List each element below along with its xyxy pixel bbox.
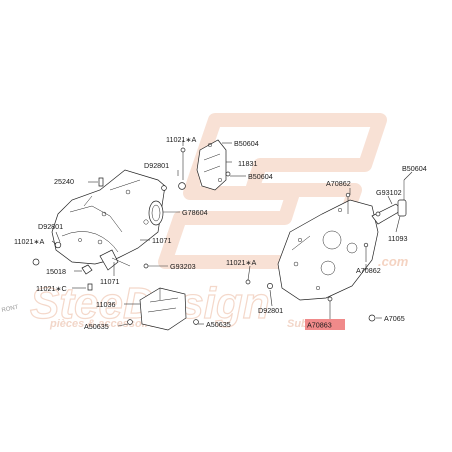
label-a70863: A70863 (307, 321, 332, 330)
edge-text: RONT (1, 304, 19, 313)
label-b50604-mid: B50604 (248, 172, 273, 181)
label-d92801-top: D92801 (144, 161, 169, 170)
label-a7065: A7065 (384, 314, 405, 323)
bracket-11036 (139, 287, 187, 331)
label-11036: 11036 (96, 300, 115, 309)
label-15018: 15018 (46, 267, 66, 276)
label-b50604-top: B50604 (234, 139, 259, 148)
fasteners (32, 147, 381, 325)
label-11093: 11093 (388, 234, 407, 243)
label-11021c: 11021∗C (36, 284, 67, 293)
part-labels: 11021∗A B50604 11831 B50604 D92801 25240… (14, 135, 427, 331)
label-b50604-right: B50604 (402, 164, 427, 173)
label-a50635-left: A50635 (84, 322, 109, 331)
watermark-domain: .com (378, 254, 409, 269)
label-11021a-left: 11021∗A (14, 237, 44, 246)
label-25240: 25240 (54, 177, 74, 186)
seal-g78604 (148, 200, 164, 226)
cover-11831 (196, 139, 227, 191)
label-11021a-top: 11021∗A (166, 135, 196, 144)
label-d92801-bottom: D92801 (258, 306, 283, 315)
label-d92801-left: D92801 (38, 222, 63, 231)
label-a70862-mid: A70862 (356, 266, 381, 275)
label-11071-a: 11071 (152, 236, 171, 245)
watermark-tagline-left: pièces & accessoires (49, 318, 161, 330)
label-g93203: G93203 (170, 262, 196, 271)
label-11021a-mid: 11021∗A (226, 258, 256, 267)
label-g93102: G93102 (376, 188, 402, 197)
highlighted-part[interactable]: A70863 (305, 319, 345, 330)
highlight-box (305, 319, 345, 330)
label-11831: 11831 (238, 159, 257, 168)
pipe-11093 (371, 180, 407, 225)
label-g78604: G78604 (182, 208, 208, 217)
label-a50635-right: A50635 (206, 320, 231, 329)
label-a70862-top: A70862 (326, 179, 351, 188)
label-11071-b: 11071 (100, 277, 119, 286)
timing-cover-right (277, 199, 379, 301)
tab-11071 (99, 249, 131, 271)
leader-lines (51, 140, 413, 327)
